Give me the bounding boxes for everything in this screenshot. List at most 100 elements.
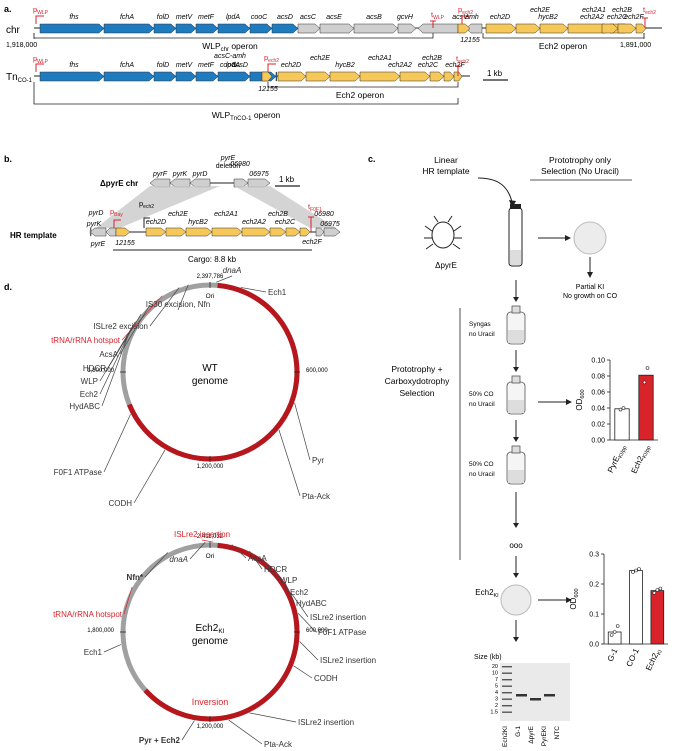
chr-gene-label: metF [198, 14, 215, 21]
genome-callout-line [216, 275, 233, 283]
genome-callout-line [103, 644, 122, 653]
b-hr-gene [241, 227, 271, 237]
od-replicate-point [652, 591, 657, 595]
pyre-deletion-label-2: deletion [216, 163, 241, 170]
b-hr-gene-label: hycB2 [188, 219, 208, 226]
genome-feature-label: WLP [81, 377, 98, 386]
genome-feature-label: HydABC [296, 599, 327, 608]
inversion-label: Inversion [192, 697, 229, 707]
protocarboxy-label-1: Prototrophy + [391, 364, 442, 374]
pyre-chr-label: ΔpyrE chr [100, 179, 138, 188]
b-hr-gene [323, 227, 341, 237]
od-replicate-point [609, 633, 614, 637]
gel-size-tick: 2 [495, 703, 498, 709]
t-wlp-terminator-icon [430, 20, 436, 28]
y-tick-label: 0.00 [591, 438, 605, 445]
genome-callout-line [290, 592, 309, 618]
genome-feature-label: Pyr [312, 456, 324, 465]
gel-lane-label: NTC [554, 726, 561, 740]
genome-callout-line [133, 449, 166, 504]
genome-callout-line [123, 586, 133, 615]
od-replicate-point [621, 406, 626, 410]
genome-callout-line [293, 665, 313, 679]
b-hr-gene-label: ech2C [275, 219, 296, 226]
genome-feature-label: CODH [314, 674, 338, 683]
genome-feature-label: Ech1 [84, 648, 103, 657]
x-tick-label: PyrEKI/pp [606, 443, 629, 475]
b-p-ech2-promoter-icon [143, 217, 150, 228]
y-tick-label: 0.06 [591, 390, 605, 397]
chr-gene-label: ech2E [530, 7, 550, 14]
chr-gene-label: 12155 [460, 37, 480, 44]
b-hr-gene-label: pyrE [90, 241, 106, 248]
gel-size-tick: 1.5 [490, 710, 498, 716]
gel-size-tick: 20 [492, 664, 498, 670]
tn-label: TnCO-1 [6, 72, 33, 84]
bottle-condition-label: no Uracil [469, 471, 495, 478]
arrow-to-partial-head [587, 272, 593, 278]
chr-gene-label: gcvH [397, 14, 414, 21]
tn-gene [429, 71, 445, 82]
curved-arrow [477, 177, 513, 203]
chr-wlp-bracket [33, 33, 434, 39]
gel-lane-label: Ech2KI [502, 726, 509, 747]
tn-gene [39, 71, 105, 82]
genome-coord-label: 1,200,000 [197, 464, 224, 470]
x-tick-label: Ech2KI [644, 647, 664, 673]
tn-gene-label: acsC-amh [214, 53, 246, 60]
chr-gene [601, 23, 619, 34]
chr-gene [457, 23, 471, 34]
genome-word: genome [192, 376, 229, 387]
p-bay-promoter-icon [113, 219, 121, 228]
gel-band [544, 694, 555, 697]
od-replicate-point [637, 567, 641, 571]
scale-label-b: 1 kb [279, 175, 295, 184]
genome-feature-label: dnaA [223, 266, 242, 275]
genome-arc [127, 282, 300, 462]
od-bar [650, 590, 665, 645]
panel-c-label: c. [368, 154, 376, 164]
genome-feature-label: Pyr + Ech2 [139, 736, 181, 745]
tn-gene-label: fchA [120, 62, 134, 69]
b-hr-gene [105, 227, 117, 237]
flow-arrow-head [513, 297, 519, 302]
tn-p-wlp-label: pWLP [33, 54, 49, 65]
serum-bottle-cap-icon [511, 305, 521, 314]
tn-gene [305, 71, 331, 82]
genome-callout-line [297, 613, 317, 633]
genome-feature-label: ISLre2 excision [93, 322, 148, 331]
genome-feature-label: Ech2 [290, 588, 309, 597]
b-chr-gene [247, 178, 271, 188]
tn-gene-label: ech2A2 [388, 62, 412, 69]
arrow-to-chart-head [566, 399, 572, 405]
chr-gene [353, 23, 399, 34]
culture-tube-liquid [510, 250, 521, 265]
gel-band [530, 698, 541, 701]
tn-gene-label: folD [157, 62, 169, 69]
serum-bottle-liquid [508, 470, 524, 483]
od-replicate-point [631, 570, 635, 574]
p-ech2-label: pech2 [458, 5, 473, 16]
tn-gene [195, 71, 219, 82]
tn-gene-label: ech2D [281, 62, 301, 69]
genome-callout-line [249, 550, 263, 570]
b-chr-gene-label: pyrD [192, 171, 208, 178]
b-chr-gene [149, 178, 171, 188]
tn-gene-label: lpdA [226, 62, 240, 69]
no-growth-label: No growth on CO [563, 293, 618, 300]
genome-callout-line [278, 429, 301, 497]
genome-feature-label: HDCR [264, 565, 287, 574]
ech2ki-plate-label: Ech2KI [475, 588, 499, 599]
x-tick-label: G-1 [606, 647, 620, 663]
b-hr-gene [211, 227, 243, 237]
coord-right: 1,891,000 [620, 42, 651, 49]
genome-callout-line [189, 541, 206, 560]
ladder-band [502, 692, 512, 694]
tn-gene [103, 71, 155, 82]
genome-feature-label: Ech2 [80, 390, 99, 399]
tn-t-ech2-terminator-icon [455, 65, 461, 76]
b-hr-gene-label: 12155 [115, 240, 135, 247]
chr-gene [485, 23, 517, 34]
